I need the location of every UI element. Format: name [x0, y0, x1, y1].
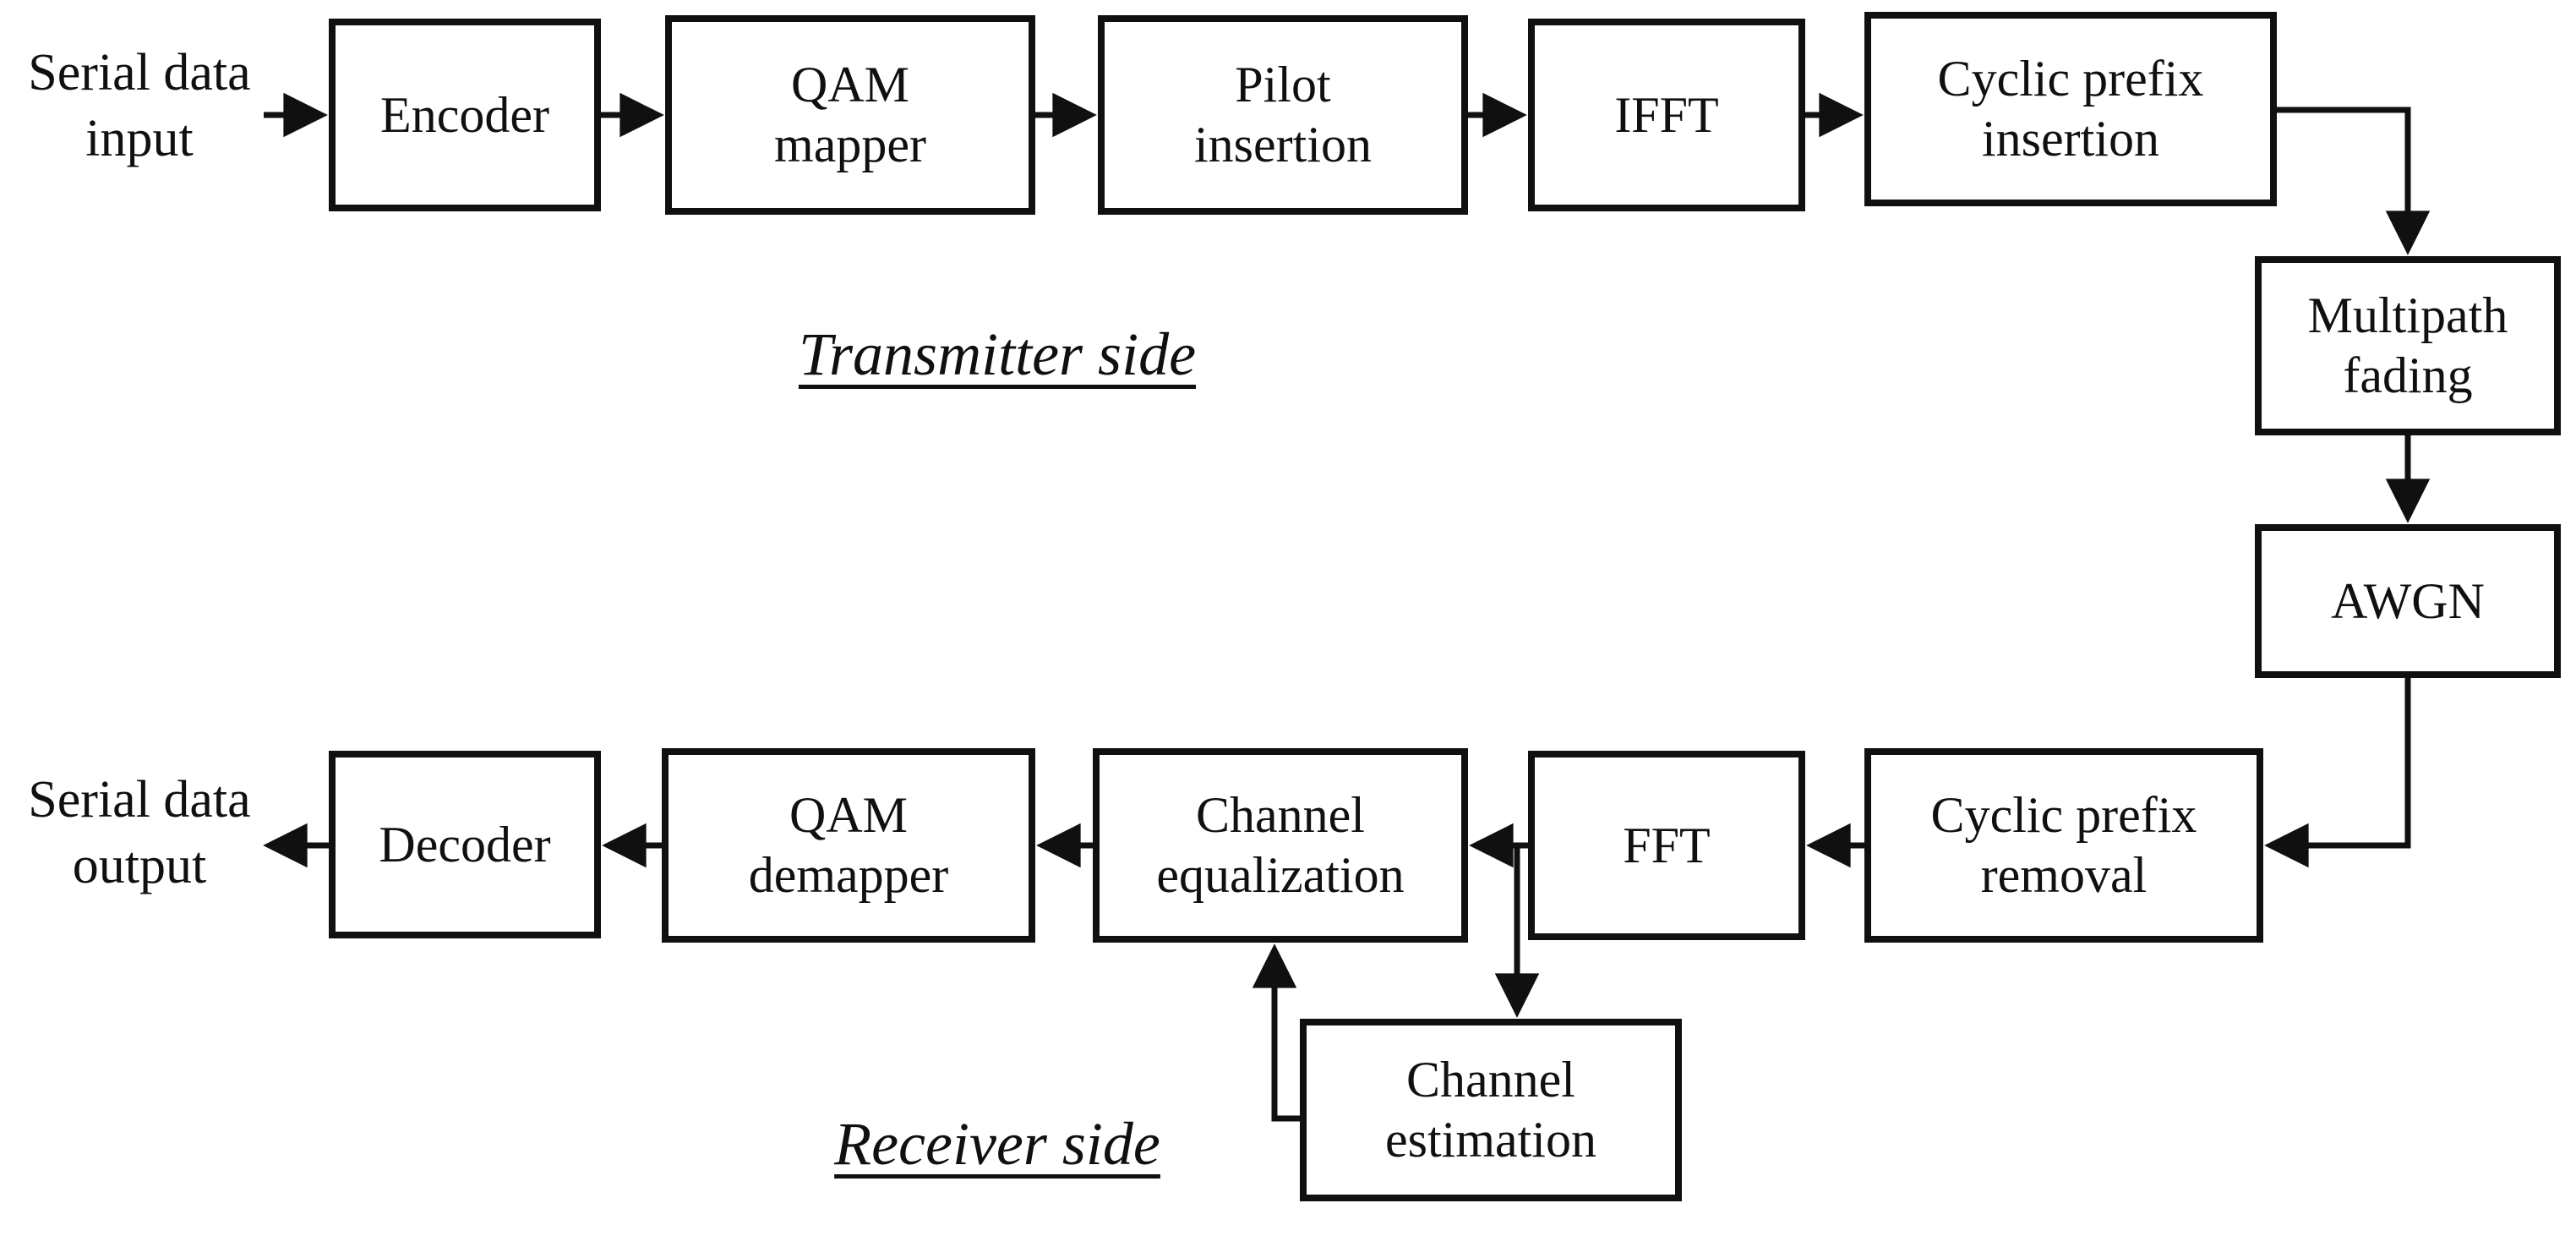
arrow-channel-estimation-to-channel-equalization: [1252, 943, 1300, 1122]
serial-data-input-label: Serial data input: [28, 44, 251, 167]
node-encoder: Encoder: [329, 19, 601, 211]
node-cyclic-prefix-insertion: Cyclic prefix insertion: [1864, 12, 2277, 206]
arrow-awgn-to-cp-removal: [2264, 678, 2411, 868]
node-decoder: Decoder: [329, 751, 601, 938]
node-pilot-insertion: Pilot insertion: [1098, 15, 1468, 215]
node-fft: FFT: [1528, 751, 1805, 940]
node-channel-estimation: Channel estimation: [1300, 1019, 1682, 1201]
node-awgn: AWGN: [2255, 524, 2561, 678]
node-channel-equalization: Channel equalization: [1093, 748, 1468, 943]
node-qam-mapper: QAM mapper: [665, 15, 1035, 215]
node-multipath-fading: Multipath fading: [2255, 256, 2561, 435]
serial-data-output-label: Serial data output: [28, 771, 251, 894]
node-cyclic-prefix-removal: Cyclic prefix removal: [1864, 748, 2263, 943]
receiver-side-title: Receiver side: [834, 1110, 1160, 1178]
node-ifft: IFFT: [1528, 19, 1805, 211]
node-qam-demapper: QAM demapper: [662, 748, 1035, 943]
arrow-cp-insertion-to-multipath-fading: [2277, 107, 2431, 255]
transmitter-side-title: Transmitter side: [798, 320, 1197, 388]
